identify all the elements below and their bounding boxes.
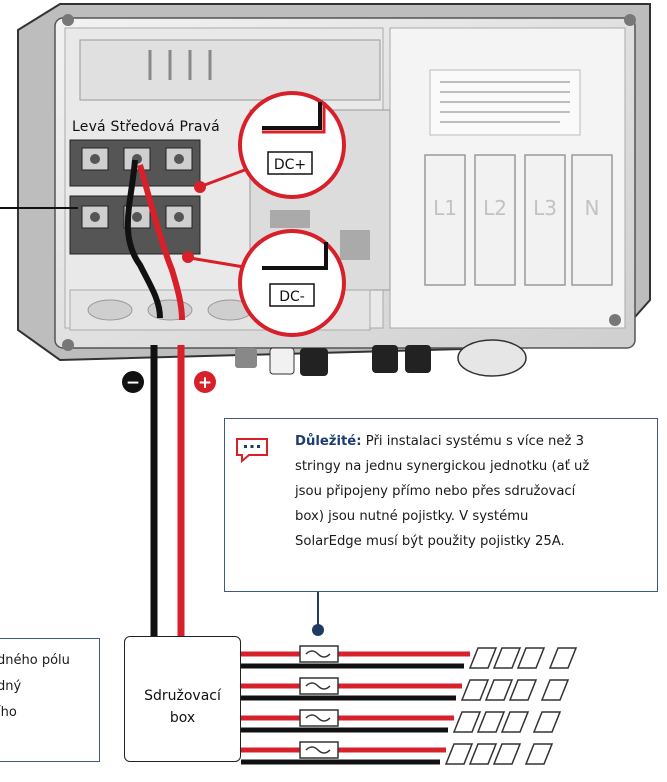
minus-sign: − [126,373,140,393]
note-text: Důležité: Při instalaci systému s více n… [295,429,645,554]
fuse-symbol [305,650,331,658]
left-note-line-1: dného pólu [0,653,70,668]
pv-module-icon [492,743,522,765]
screw-icon [62,14,74,26]
pv-module-icon [452,711,482,733]
note-line-1: Při instalaci systému s více než 3 [365,434,585,449]
pin-marker [312,624,324,636]
pv-module-icon [468,743,498,765]
pv-module-icon [484,679,514,701]
pv-module-icon [540,679,570,701]
combiner-box-label: Sdružovací box [125,685,240,729]
note-title: Důležité: [295,434,362,449]
dc-plus-callout [194,91,346,199]
fuse-symbol [305,682,331,690]
pv-module-icon [516,647,546,669]
dc-minus-callout [182,229,346,337]
combiner-box: Sdružovací box [124,636,241,762]
plus-sign: + [198,373,212,393]
combiner-line-1: Sdružovací [144,688,221,704]
pv-module-icon [460,679,490,701]
comment-dots-icon [236,438,268,463]
combiner-line-2: box [169,710,196,726]
pv-module-icon [476,711,506,733]
bus-label-n: N [585,196,600,220]
bus-label-l1: L1 [433,196,457,220]
left-note-line-2: dný [0,679,22,694]
pv-module-icon [508,679,538,701]
fuse-symbol [305,746,331,754]
pv-module-icon [444,743,474,765]
dc-terminal-block [69,139,201,255]
screw-icon [609,314,621,326]
pv-module-icon [492,647,522,669]
inverter-enclosure: L1 L2 L3 N [17,3,651,362]
pv-module-icon [500,711,530,733]
left-note-box: dného pólu dný ího [0,638,100,762]
fuse-symbol [305,714,331,722]
left-note-line-3: ího [0,705,17,720]
bus-label-l3: L3 [533,196,557,220]
terminal-position-labels: Levá Středová Pravá [72,119,220,135]
plus-polarity-icon [194,371,216,393]
pv-strings [241,645,578,765]
dc-minus-label: DC- [279,289,305,305]
pv-module-icon [548,647,578,669]
note-line-3: jsou připojeny přímo nebo přes sdružovac… [295,484,576,499]
screw-icon [62,339,74,351]
note-line-2: stringy na jednu synergickou jednotku (a… [295,459,590,474]
cable-glands [235,339,527,377]
note-line-5: SolarEdge musí být použity pojistky 25A. [295,534,565,549]
pv-module-icon [532,711,562,733]
pv-module-icon [468,647,498,669]
minus-polarity-icon [122,371,144,393]
bus-label-l2: L2 [483,196,507,220]
screw-icon [624,14,636,26]
pv-module-icon [524,743,554,765]
dc-plus-label: DC+ [274,157,306,173]
important-note-callout: Důležité: Při instalaci systému s více n… [224,418,658,592]
note-line-4: box) jsou nutné pojistky. V systému [295,509,529,524]
